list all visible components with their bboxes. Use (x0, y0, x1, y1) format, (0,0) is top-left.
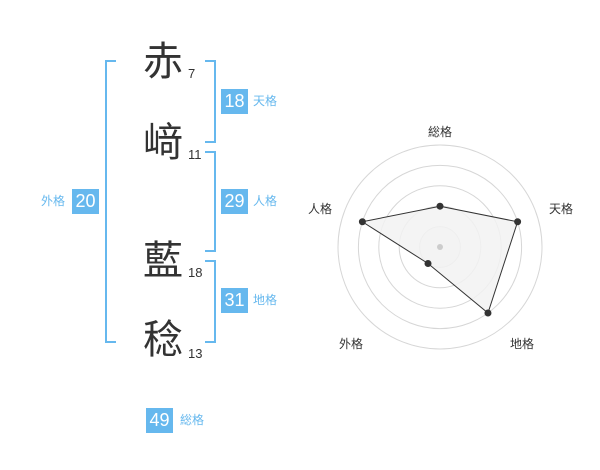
soukaku-label: 総格 (180, 413, 205, 427)
tenkaku-value: 18 (221, 89, 248, 114)
chikaku-bracket (205, 260, 216, 343)
radar-point (436, 202, 444, 210)
radar-series-polygon (361, 205, 519, 314)
stroke-count-2: 11 (188, 147, 202, 162)
name-char-4: 稔 (143, 317, 183, 363)
radar-point (358, 218, 366, 226)
chikaku-value: 31 (221, 288, 248, 313)
radar-axis-label-jinkaku: 人格 (308, 202, 333, 216)
radar-axis-label-soukaku: 総格 (428, 125, 453, 139)
name-char-1: 赤 (143, 39, 183, 85)
radar-ring (357, 164, 523, 330)
radar-center-dot (437, 244, 443, 250)
radar-point (514, 218, 522, 226)
jinkaku-bracket (205, 151, 216, 252)
radar-point (484, 309, 492, 317)
stroke-count-1: 7 (188, 66, 196, 81)
jinkaku-label: 人格 (253, 194, 278, 208)
gaikaku-value: 20 (72, 189, 99, 214)
chikaku-label: 地格 (253, 293, 278, 307)
gaikaku-bracket (105, 60, 116, 343)
name-char-2: 﨑 (143, 120, 183, 166)
radar-axis-label-tenkaku: 天格 (549, 202, 574, 216)
radar-ring (337, 144, 543, 350)
jinkaku-value: 29 (221, 189, 248, 214)
soukaku-value: 49 (146, 408, 173, 433)
stroke-count-4: 13 (188, 346, 203, 361)
radar-axis-label-gaikaku: 外格 (339, 337, 364, 351)
name-char-3: 藍 (143, 238, 183, 284)
gaikaku-label: 外格 (41, 194, 66, 208)
tenkaku-label: 天格 (253, 94, 278, 108)
radar-point (424, 260, 432, 268)
stroke-count-3: 18 (188, 265, 203, 280)
radar-axis-label-chikaku: 地格 (510, 337, 535, 351)
tenkaku-bracket (205, 60, 216, 143)
